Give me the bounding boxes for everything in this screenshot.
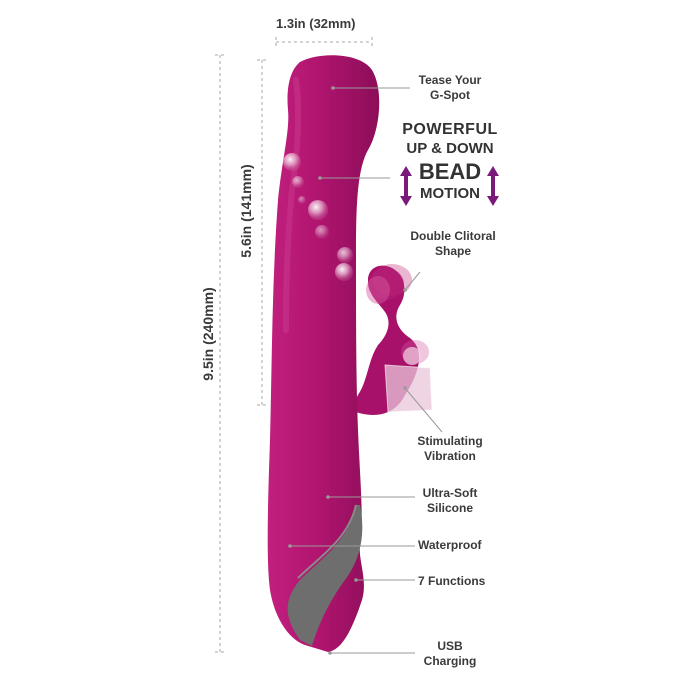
grip-band	[287, 504, 363, 646]
width-dimension-line	[275, 37, 373, 47]
clitoral-arm	[350, 264, 433, 415]
feature-silicone-line1: Ultra-Soft	[422, 486, 478, 500]
feature-usb-charging: USB Charging	[414, 639, 486, 669]
insertable-length-dimension-line	[257, 59, 267, 406]
feature-ultra-soft-silicone: Ultra-Soft Silicone	[414, 486, 486, 516]
feature-usb-line1: USB	[437, 639, 463, 653]
feature-vibration-line1: Stimulating	[417, 434, 483, 448]
feature-clitoral-line2: Shape	[434, 244, 471, 258]
feature-waterproof: Waterproof	[418, 538, 482, 552]
leader-dots	[288, 86, 407, 655]
width-dimension-label: 1.3in (32mm)	[276, 16, 356, 31]
promo-line-powerful: POWERFUL	[402, 121, 498, 138]
feature-double-clitoral: Double Clitoral Shape	[402, 229, 504, 259]
insertable-length-label: 5.6in (141mm)	[238, 164, 254, 258]
feature-7-functions: 7 Functions	[418, 574, 486, 588]
feature-g-spot: Tease Your G-Spot	[408, 73, 492, 103]
promo-line-bead: BEAD	[418, 159, 482, 184]
feature-g-spot-line2: G-Spot	[430, 88, 470, 102]
beads	[283, 153, 353, 281]
bead-motion-promo: POWERFUL UP & DOWN BEAD MOTION	[392, 121, 508, 202]
feature-vibration-line2: Vibration	[424, 449, 476, 463]
promo-line-up-down: UP & DOWN	[406, 140, 494, 157]
up-down-arrow-left-icon	[400, 166, 412, 206]
leader-lines	[290, 87, 443, 654]
feature-usb-line2: Charging	[423, 654, 477, 668]
main-shaft	[267, 55, 380, 652]
total-length-label: 9.5in (240mm)	[200, 287, 216, 381]
feature-clitoral-line1: Double Clitoral	[410, 229, 496, 243]
promo-line-motion: MOTION	[420, 185, 480, 202]
feature-silicone-line2: Silicone	[426, 501, 473, 515]
up-down-arrow-right-icon	[487, 166, 499, 206]
feature-stimulating-vibration: Stimulating Vibration	[410, 434, 490, 464]
feature-g-spot-line1: Tease Your	[418, 73, 482, 87]
total-length-dimension-line	[215, 54, 225, 653]
